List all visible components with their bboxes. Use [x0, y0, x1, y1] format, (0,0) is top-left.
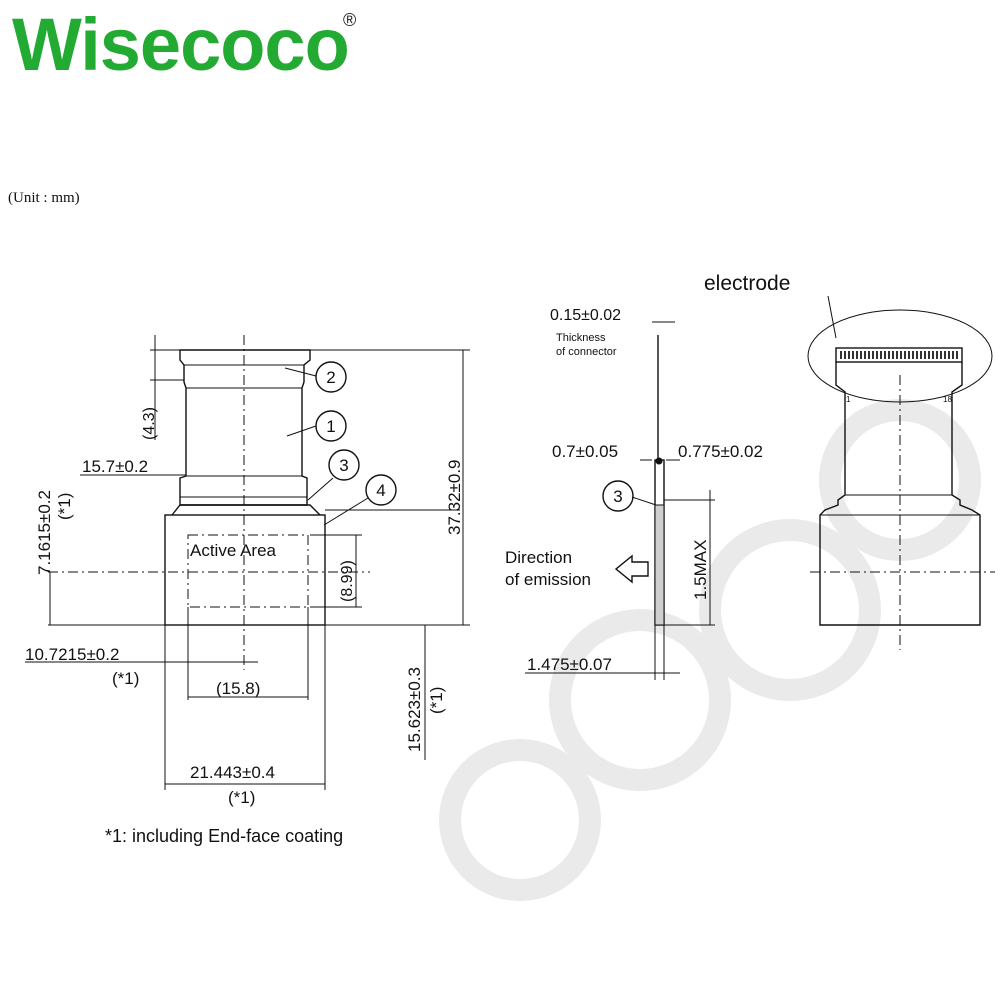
- pin-first: 1: [846, 395, 851, 404]
- dim-width-top: 15.7±0.2: [82, 457, 148, 476]
- dim-top-height: (4.3): [141, 407, 158, 440]
- watermark: [439, 399, 981, 901]
- connector-note-2: of connector: [556, 346, 617, 358]
- emission-line-2: of emission: [505, 570, 591, 589]
- dim-total-width: 21.443±0.4: [190, 763, 275, 782]
- footnote: *1: including End-face coating: [105, 826, 343, 846]
- dim-total-height: 37.32±0.9: [445, 459, 464, 535]
- left-thickness: 0.7±0.05: [552, 442, 618, 461]
- front-view: 2 1 3 4 Active Area (4.3) 15.7±0.2 7.161…: [25, 335, 470, 846]
- dim-aa-width: (15.8): [216, 679, 260, 698]
- right-thickness: 0.775±0.02: [678, 442, 763, 461]
- callout-4: 4: [376, 481, 385, 500]
- callout-2: 2: [326, 368, 335, 387]
- total-thickness: 1.475±0.07: [527, 655, 612, 674]
- brand-logo: Wisecoco: [12, 3, 350, 86]
- perspective-view: electrode 1 18: [704, 272, 995, 650]
- callout-3: 3: [339, 456, 348, 475]
- dim-left-center: 10.7215±0.2: [25, 645, 119, 664]
- registered-mark: ®: [343, 10, 357, 30]
- connector-thickness: 0.15±0.02: [550, 307, 621, 324]
- unit-note: (Unit : mm): [8, 190, 80, 206]
- dim-bottom-height-note: (*1): [427, 687, 446, 714]
- side-view: 3 0.15±0.02 Thickness of connector 0.7±0…: [505, 307, 763, 680]
- pin-last: 18: [943, 395, 952, 404]
- dim-bottom-height: 15.623±0.3: [405, 667, 424, 752]
- connector-note-1: Thickness: [556, 332, 606, 344]
- dim-left-center-note: (*1): [112, 669, 139, 688]
- dim-left-offset-note: (*1): [55, 493, 74, 520]
- max-height: 1.5MAX: [691, 540, 710, 600]
- electrode-label: electrode: [704, 272, 790, 295]
- side-callout-3: 3: [613, 487, 622, 506]
- callout-1: 1: [326, 417, 335, 436]
- dim-left-offset: 7.1615±0.2: [35, 490, 54, 575]
- emission-line-1: Direction: [505, 548, 572, 567]
- dim-aa-height: (8.99): [339, 560, 356, 602]
- dim-total-width-note: (*1): [228, 788, 255, 807]
- active-area-label: Active Area: [190, 541, 277, 560]
